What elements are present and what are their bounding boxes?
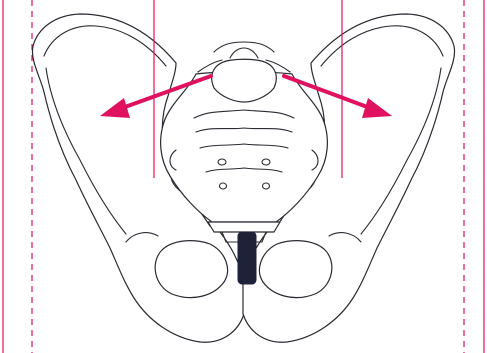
pubic-symphysis [238,232,256,284]
